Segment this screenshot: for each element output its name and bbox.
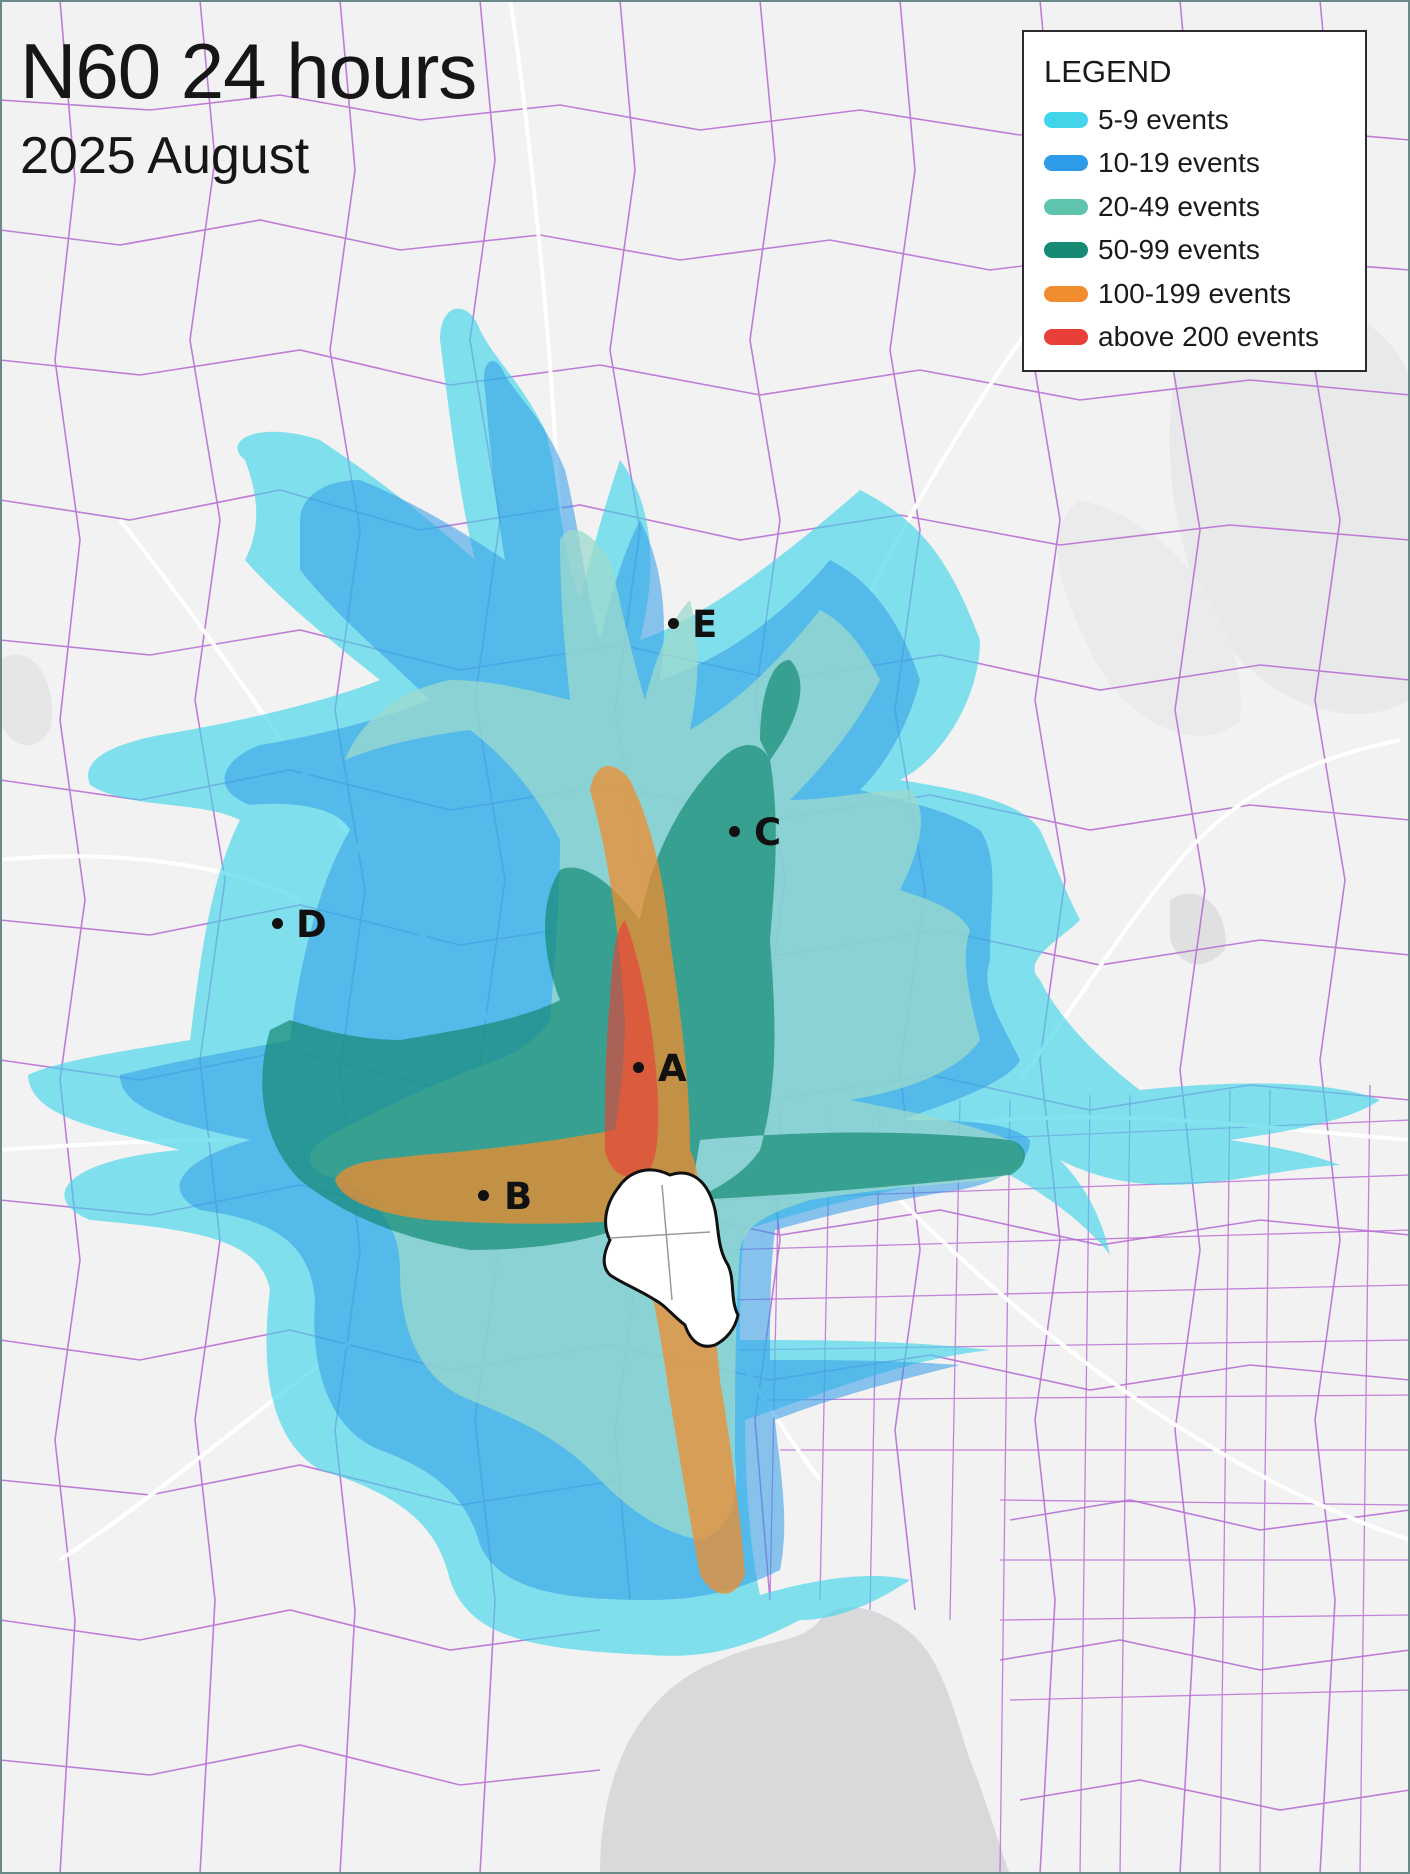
marker-e-dot (668, 618, 679, 629)
airport-boundary (602, 1168, 740, 1348)
contour-100-199 (335, 766, 745, 1594)
legend-swatch (1044, 111, 1088, 128)
legend-item-100-199: 100-199 events (1044, 272, 1365, 316)
marker-b-label[interactable]: B (504, 1175, 533, 1218)
marker-b-dot (478, 1190, 489, 1201)
legend-label: 5-9 events (1098, 103, 1229, 135)
legend-label: 50-99 events (1098, 234, 1260, 266)
legend-swatch (1044, 285, 1088, 302)
legend-swatch (1044, 198, 1088, 215)
legend-box: LEGEND 5-9 events 10-19 events 20-49 eve… (1022, 30, 1367, 372)
map-title: N60 24 hours (20, 27, 477, 115)
map-subtitle: 2025 August (20, 127, 310, 185)
legend-item-20-49: 20-49 events (1044, 185, 1365, 229)
legend-label: 100-199 events (1098, 277, 1292, 309)
legend-swatch (1044, 329, 1088, 346)
runway-line (661, 1184, 673, 1301)
terrain-shade (1057, 500, 1241, 736)
marker-c-dot (729, 826, 740, 837)
legend-item-above-200: above 200 events (1044, 316, 1365, 360)
marker-d-dot (272, 918, 283, 929)
contour-above-200 (605, 920, 659, 1178)
legend-label: 10-19 events (1098, 147, 1260, 179)
runway-line (609, 1231, 711, 1239)
noise-contours (28, 308, 1380, 1656)
marker-a-dot (633, 1062, 644, 1073)
legend-swatch (1044, 155, 1088, 172)
legend-item-50-99: 50-99 events (1044, 229, 1365, 273)
legend-swatch (1044, 242, 1088, 259)
marker-d-label[interactable]: D (296, 903, 327, 946)
marker-a-label[interactable]: A (658, 1047, 687, 1090)
legend-item-5-9: 5-9 events (1044, 98, 1365, 142)
terrain-shade (1169, 288, 1410, 714)
bay-water (600, 1607, 1010, 1874)
legend-label: 20-49 events (1098, 190, 1260, 222)
legend-item-10-19: 10-19 events (1044, 142, 1365, 186)
legend-title: LEGEND (1044, 54, 1172, 89)
terrain-shade (0, 654, 52, 746)
marker-e-label[interactable]: E (692, 603, 718, 646)
legend-label: above 200 events (1098, 321, 1320, 353)
marker-c-label[interactable]: C (754, 811, 782, 854)
